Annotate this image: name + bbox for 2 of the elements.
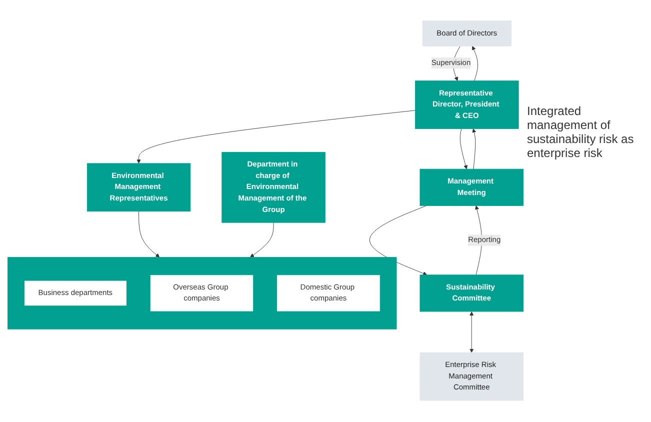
note-text: Integrated management of sustainability risk as enterprise risk	[527, 104, 635, 160]
cluster	[8, 257, 397, 330]
